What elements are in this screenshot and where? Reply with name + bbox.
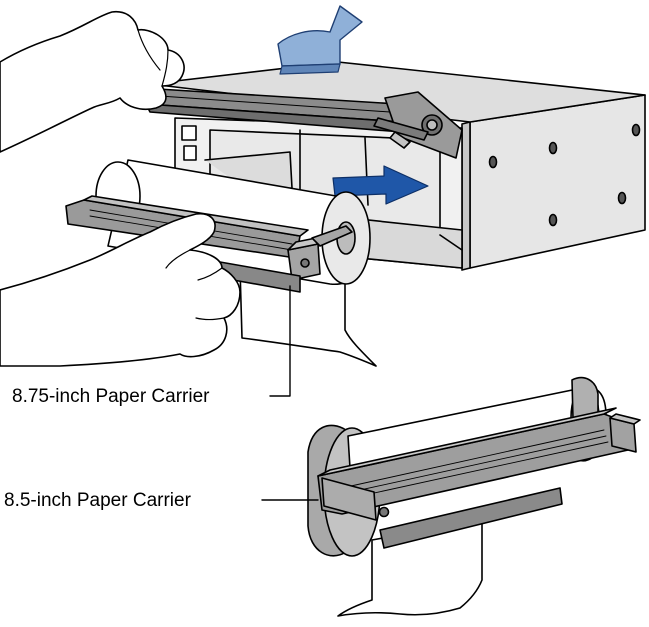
bottom-paper-carrier <box>307 376 641 617</box>
lift-arrow-icon <box>277 5 363 75</box>
hand-bottom <box>0 212 241 367</box>
hand-top <box>0 10 185 153</box>
callout-leader-875 <box>269 285 291 397</box>
side-panel-screws <box>488 123 641 227</box>
callout-875-inch-carrier: 8.75-inch Paper Carrier <box>12 386 210 407</box>
hanging-paper-bottom <box>337 519 483 617</box>
printer-side-panel <box>469 94 646 269</box>
lid-latch <box>373 91 463 159</box>
callout-85-inch-carrier: 8.5-inch Paper Carrier <box>4 490 191 511</box>
